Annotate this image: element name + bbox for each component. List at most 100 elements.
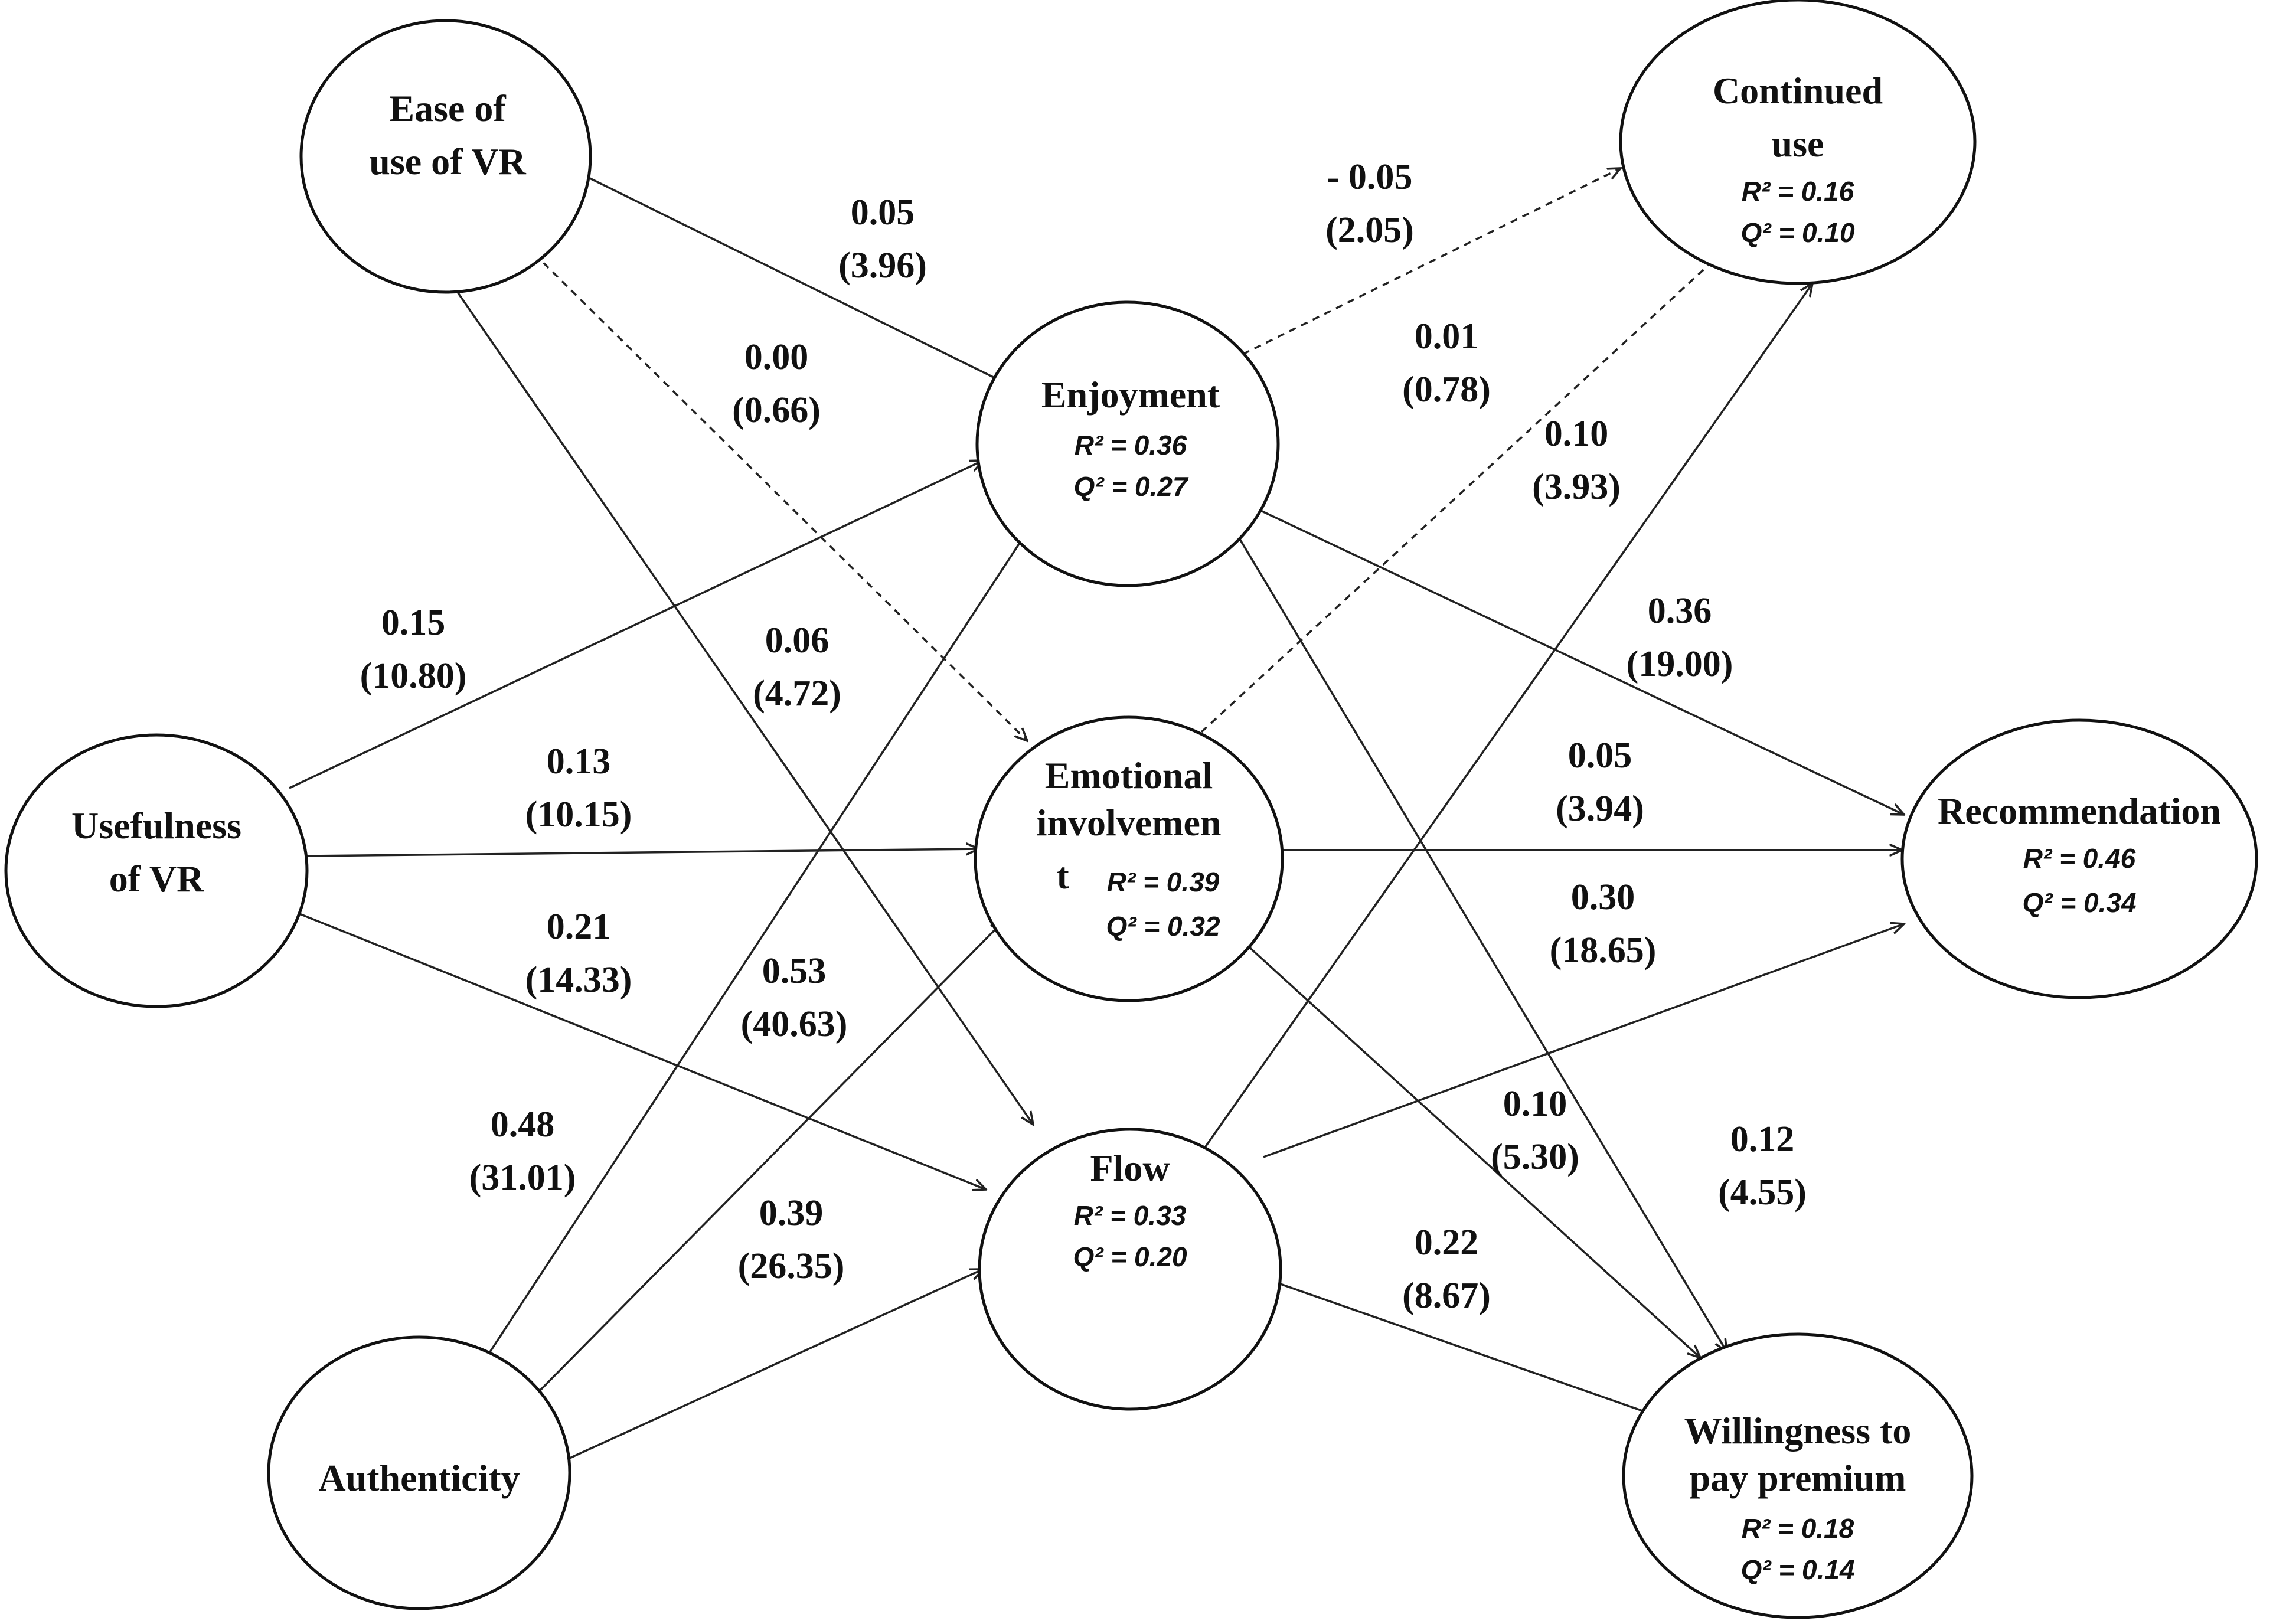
path-t-value-usefulness-enjoyment: (10.80) (360, 656, 467, 696)
construct-continued: Continued use R² = 0.16 Q² = 0.10 (1619, 0, 1977, 285)
construct-title-usefulness: of VR (109, 858, 204, 900)
construct-flow: Flow R² = 0.33 Q² = 0.20 (978, 1128, 1282, 1411)
construct-title-ease: Ease of (389, 87, 506, 129)
construct-title-continued: Continued (1713, 70, 1883, 112)
path-coefficient-enjoyment-recommendation: 0.36 (1648, 591, 1712, 631)
path-arrow-authenticity-emotional (539, 921, 1004, 1391)
construct-ellipse-authenticity (267, 1335, 571, 1610)
path-coefficient-ease-emotional: 0.00 (744, 337, 809, 377)
path-t-value-enjoyment-recommendation: (19.00) (1627, 644, 1733, 684)
construct-title-willingness: Willingness to (1684, 1410, 1912, 1452)
path-arrow-usefulness-enjoyment (289, 460, 983, 789)
path-t-value-enjoyment-continued: (2.05) (1325, 210, 1414, 250)
path-t-value-ease-emotional: (0.66) (732, 390, 821, 430)
path-coefficient-flow-recommendation: 0.30 (1571, 877, 1635, 917)
path-t-value-flow-recommendation: (18.65) (1550, 930, 1657, 971)
path-arrow-flow-recommendation (1263, 924, 1904, 1158)
q-squared-willingness: Q² = 0.14 (1740, 1554, 1854, 1585)
r-squared-emotional: R² = 0.39 (1107, 867, 1220, 897)
path-coefficient-flow-willingness: 0.22 (1415, 1223, 1479, 1263)
path-arrow-enjoyment-continued (1242, 168, 1621, 355)
construct-title-emotional: t (1056, 855, 1069, 897)
path-arrow-enjoyment-willingness (1236, 534, 1727, 1352)
construct-usefulness: Usefulness of VR (4, 733, 309, 1008)
path-coefficient-usefulness-flow: 0.21 (547, 907, 611, 947)
constructs-layer: Ease of use of VR Usefulness of VR Authentic… (4, 0, 2258, 1619)
r-squared-flow: R² = 0.33 (1074, 1200, 1187, 1231)
q-squared-continued: Q² = 0.10 (1740, 217, 1854, 248)
path-t-value-ease-enjoyment: (3.96) (838, 246, 927, 286)
path-coefficient-enjoyment-continued: - 0.05 (1327, 157, 1413, 197)
path-t-value-authenticity-emotional: (40.63) (741, 1004, 848, 1044)
path-arrow-authenticity-flow (569, 1269, 983, 1459)
construct-ellipse-emotional (974, 715, 1284, 1002)
path-t-value-usefulness-flow: (14.33) (525, 960, 632, 1000)
path-t-value-flow-continued: (3.93) (1532, 467, 1621, 507)
path-arrow-emotional-willingness (1239, 937, 1700, 1358)
path-coefficient-emotional-willingness: 0.10 (1503, 1084, 1567, 1124)
construct-enjoyment: Enjoyment R² = 0.36 Q² = 0.27 (975, 300, 1280, 587)
construct-title-continued: use (1772, 123, 1824, 165)
path-coefficient-usefulness-enjoyment: 0.15 (381, 603, 446, 643)
path-coefficient-usefulness-emotional: 0.13 (547, 741, 611, 782)
q-squared-enjoyment: Q² = 0.27 (1073, 471, 1188, 502)
construct-title-flow: Flow (1090, 1147, 1170, 1189)
path-t-value-usefulness-emotional: (10.15) (525, 795, 632, 835)
construct-ease: Ease of use of VR (299, 19, 592, 294)
path-arrow-flow-continued (1203, 283, 1812, 1149)
construct-authenticity: Authenticity (267, 1335, 571, 1610)
construct-title-enjoyment: Enjoyment (1041, 374, 1220, 416)
construct-title-usefulness: Usefulness (71, 805, 241, 847)
path-coefficient-ease-flow: 0.06 (765, 620, 829, 661)
r-squared-recommendation: R² = 0.46 (2023, 843, 2136, 874)
construct-ellipse-enjoyment (975, 300, 1280, 587)
construct-recommendation: Recommendation R² = 0.46 Q² = 0.34 (1900, 718, 2258, 999)
path-arrow-enjoyment-recommendation (1254, 507, 1904, 815)
path-coefficients-layer: 0.05 (3.96) 0.00 (0.66) 0.06 (4.72) 0.15 (10.80… (360, 157, 1807, 1316)
path-arrow-ease-flow (456, 292, 1033, 1125)
construct-ellipse-flow (978, 1128, 1282, 1411)
path-t-value-emotional-continued: (0.78) (1402, 370, 1491, 410)
r-squared-willingness: R² = 0.18 (1742, 1513, 1854, 1544)
q-squared-recommendation: Q² = 0.34 (2022, 887, 2136, 918)
path-t-value-emotional-willingness: (5.30) (1491, 1137, 1579, 1177)
path-coefficient-authenticity-flow: 0.39 (759, 1193, 824, 1233)
path-arrow-emotional-continued (1200, 251, 1724, 733)
construct-ellipse-recommendation (1900, 718, 2258, 999)
r-squared-enjoyment: R² = 0.36 (1075, 430, 1187, 460)
q-squared-flow: Q² = 0.20 (1073, 1241, 1187, 1272)
path-coefficient-authenticity-emotional: 0.53 (762, 951, 827, 991)
construct-ellipse-willingness (1622, 1332, 1974, 1619)
path-t-value-authenticity-enjoyment: (31.01) (469, 1158, 576, 1198)
paths-layer (289, 168, 1904, 1459)
construct-ellipse-usefulness (4, 733, 309, 1008)
path-arrow-usefulness-flow (295, 911, 986, 1190)
path-arrow-authenticity-enjoyment (489, 531, 1027, 1352)
path-t-value-ease-flow: (4.72) (753, 674, 841, 714)
path-t-value-authenticity-flow: (26.35) (738, 1246, 845, 1286)
path-t-value-flow-willingness: (8.67) (1402, 1276, 1491, 1316)
path-coefficient-authenticity-enjoyment: 0.48 (491, 1105, 555, 1145)
path-coefficient-emotional-continued: 0.01 (1415, 316, 1479, 357)
path-coefficient-emotional-recommendation: 0.05 (1568, 736, 1632, 776)
construct-title-willingness: pay premium (1690, 1457, 1906, 1499)
path-arrow-usefulness-emotional (306, 849, 979, 857)
path-arrow-ease-emotional (533, 253, 1027, 741)
construct-title-ease: use of VR (369, 140, 526, 182)
q-squared-emotional: Q² = 0.32 (1106, 911, 1220, 942)
path-arrow-flow-willingness (1263, 1277, 1668, 1420)
path-t-value-emotional-recommendation: (3.94) (1556, 789, 1644, 829)
r-squared-continued: R² = 0.16 (1742, 176, 1854, 207)
path-arrow-ease-enjoyment (587, 176, 1007, 384)
construct-ellipse-continued (1619, 0, 1977, 285)
path-coefficient-flow-continued: 0.10 (1544, 414, 1609, 454)
construct-title-recommendation: Recommendation (1938, 790, 2221, 832)
path-coefficient-enjoyment-willingness: 0.12 (1730, 1119, 1795, 1159)
construct-ellipse-ease (299, 19, 592, 294)
construct-willingness: Willingness to pay premium R² = 0.18 Q² = 0… (1622, 1332, 1974, 1619)
construct-title-authenticity: Authenticity (318, 1457, 520, 1499)
path-t-value-enjoyment-willingness: (4.55) (1718, 1172, 1807, 1213)
path-coefficient-ease-enjoyment: 0.05 (851, 192, 915, 233)
